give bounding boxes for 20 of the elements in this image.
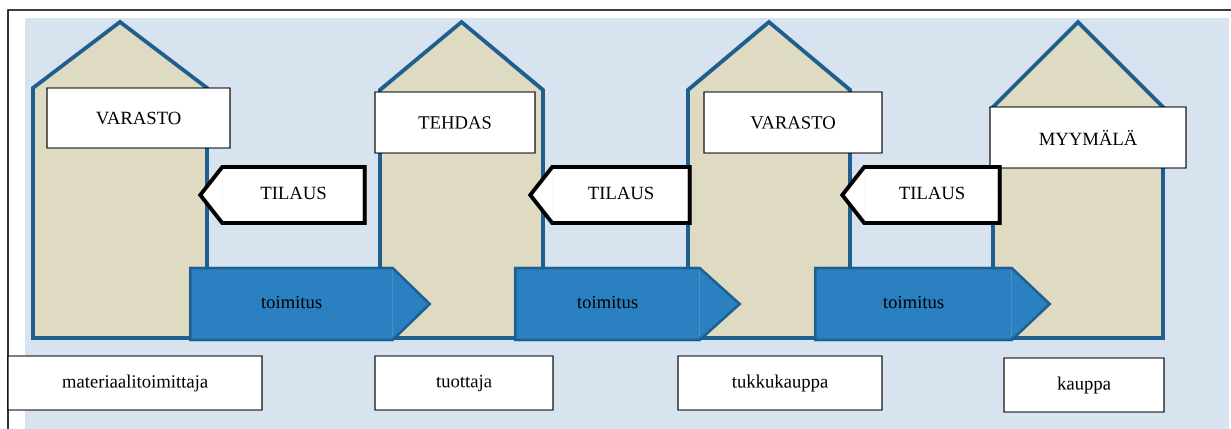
title-box: VARASTO — [46, 87, 231, 149]
role-box: kauppa — [1003, 357, 1165, 413]
block-arrow — [839, 165, 1002, 225]
block-arrow — [527, 165, 692, 225]
edge-label: toimitus — [575, 294, 640, 310]
edge-label: toimitus — [259, 294, 324, 310]
role-box: tuottaja — [374, 355, 554, 411]
title-box: VARASTO — [703, 91, 883, 154]
title-box: TEHDAS — [374, 91, 536, 154]
block-arrow — [513, 266, 742, 342]
edge-label: TILAUS — [259, 185, 328, 201]
title-box: MYYMÄLÄ — [989, 106, 1187, 169]
block-arrow — [813, 266, 1052, 342]
block-arrow — [188, 266, 432, 342]
edge-label: toimitus — [881, 294, 946, 310]
edge-label: TILAUS — [897, 185, 967, 201]
edge-label: TILAUS — [586, 185, 656, 201]
role-box: materiaalitoimittaja — [7, 355, 263, 411]
block-arrow — [197, 165, 367, 225]
role-box: tukkukauppa — [677, 355, 883, 411]
